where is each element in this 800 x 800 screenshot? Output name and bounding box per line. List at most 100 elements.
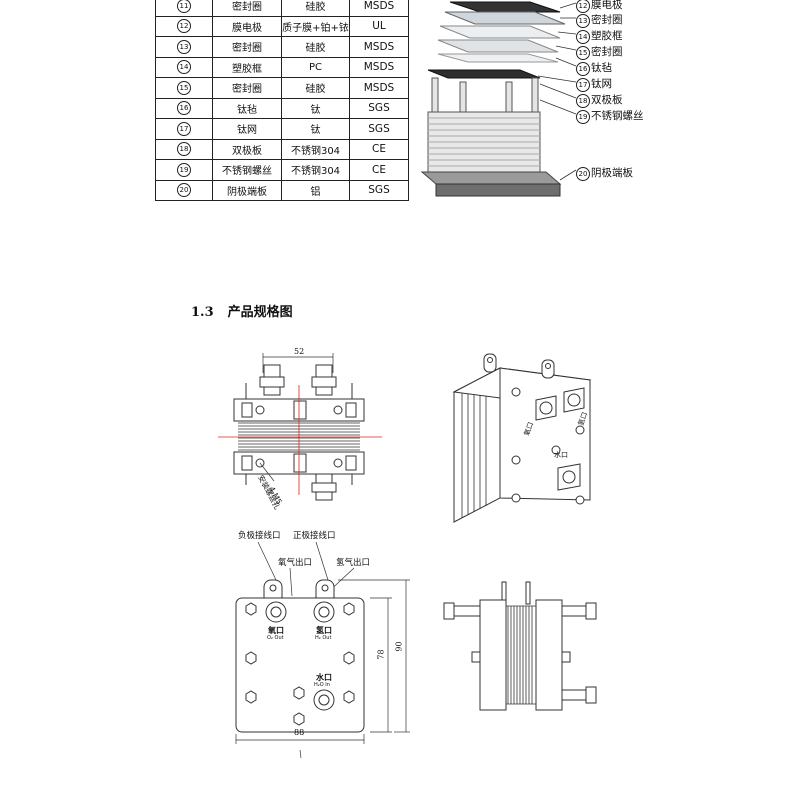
part-number: 18 [177,142,191,157]
oxygen-outlet-label: 氧气出口 [278,558,313,568]
part-cert-cell: SGS [349,97,409,119]
section-heading: 1.3 产品规格图 [191,301,293,320]
part-number: 19 [177,162,191,177]
callout-label: 塑胶框 [591,30,623,42]
water-port-sub-label: H₂O In [314,682,330,688]
part-number-cell: 20 [155,179,213,201]
water-port-label: 水口 [316,673,332,682]
gasket-shape [439,25,561,39]
part-name-cell: 密封圈 [212,36,282,58]
part-material-cell: 不锈钢304 [281,138,350,160]
front-dim-inner-height: 78 [376,649,386,660]
part-number-cell: 11 [155,0,213,17]
part-name-cell: 阴极端板 [212,179,282,201]
callout-label: 双极板 [591,94,623,106]
top-plate-shape [449,1,561,13]
part-number: 17 [177,121,191,136]
callout-number: 17 [576,78,590,92]
oxygen-port-sub-label: O₂ Out [267,635,284,641]
part-number-cell: 12 [155,15,213,37]
part-number: 14 [177,60,191,75]
part-number: 13 [177,39,191,54]
part-cert-cell: SGS [349,118,409,140]
part-number-cell: 17 [155,118,213,140]
section-title: 产品规格图 [227,305,293,320]
callout-leaders [537,2,577,181]
cage-top-shape [427,69,541,79]
plate-stack-shape [427,111,541,175]
hydrogen-outlet-label: 氢气出口 [336,558,371,568]
part-number-cell: 13 [155,36,213,58]
section-number: 1.3 [191,305,214,320]
part-material-cell: PC [281,56,350,78]
callout-number: 14 [576,30,590,44]
side-view-drawing [440,578,600,732]
part-number: 11 [177,0,191,13]
frame-shape [437,39,559,53]
callout-label: 钛毡 [591,62,612,74]
front-dim-width: 88 [294,728,305,737]
callout-label: 膜电极 [591,0,623,11]
callout-number: 12 [576,0,590,13]
callout-label: 密封圈 [591,14,623,26]
isometric-view-drawing: 氧口 氢口 水口 [440,350,610,529]
part-number: 15 [177,80,191,95]
isometric-view-illustration [452,353,592,523]
part-material-cell: 硅胶 [281,36,350,58]
callout-number: 15 [576,46,590,60]
part-number: 20 [177,183,191,198]
part-number-cell: 16 [155,97,213,119]
gasket-shape-2 [437,53,559,63]
pos-terminal-label: 正极接线口 [293,531,336,541]
part-number: 12 [177,19,191,34]
callout-label: 密封圈 [591,46,623,58]
callout-number: 20 [576,167,590,181]
callout-label: 不锈钢螺丝 [591,110,644,122]
part-cert-cell: MSDS [349,56,409,78]
part-cert-cell: CE [349,159,409,181]
membrane-shape [444,11,566,25]
part-material-cell: 不锈钢304 [281,159,350,181]
neg-terminal-label: 负极接线口 [238,531,281,541]
part-cert-cell: MSDS [349,0,409,17]
front-view-drawing: 负极接线口 正极接线口 氧气出口 氢气出口 氧口 O₂ Out 氢口 H₂ Ou… [220,528,420,772]
callout-number: 16 [576,62,590,76]
top-dim-width: 52 [294,347,305,356]
part-name-cell: 双极板 [212,138,282,160]
base-plate-top [420,171,562,185]
part-material-cell: 钛 [281,118,350,140]
part-cert-cell: UL [349,15,409,37]
callout-label: 钛网 [591,78,612,90]
top-view-illustration [218,353,382,501]
callout-number: 13 [576,14,590,28]
part-number: 16 [177,101,191,116]
hydrogen-port-label: 氢口 [316,626,332,635]
part-material-cell: 铝 [281,179,350,201]
part-number-cell: 18 [155,138,213,160]
hydrogen-port-sub-label: H₂ Out [315,635,332,641]
part-material-cell: 硅胶 [281,77,350,99]
part-name-cell: 密封圈 [212,77,282,99]
callout-number: 18 [576,94,590,108]
part-name-cell: 钛网 [212,118,282,140]
part-cert-cell: MSDS [349,77,409,99]
iso-water-port-label: 水口 [554,451,568,459]
part-number-cell: 14 [155,56,213,78]
part-number-cell: 19 [155,159,213,181]
part-number-cell: 15 [155,77,213,99]
